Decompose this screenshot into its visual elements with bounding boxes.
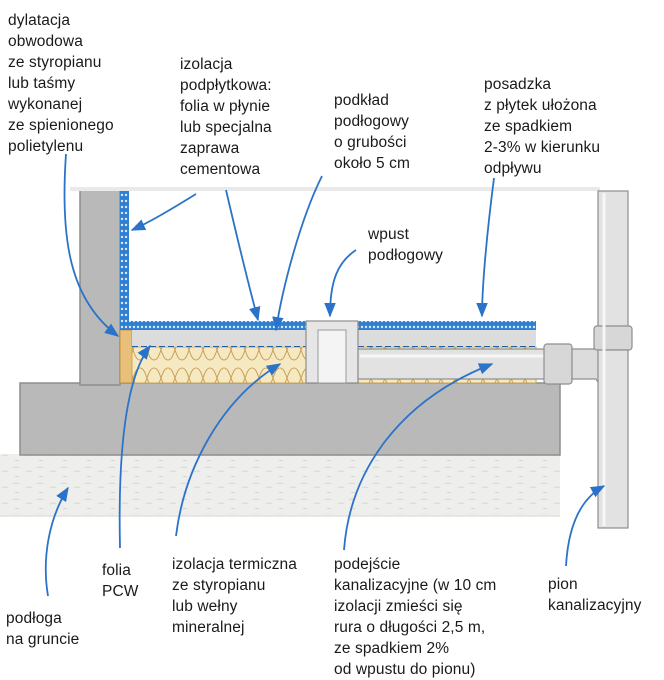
label-podejscie: podejście kanalizacyjne (w 10 cm izolacj…: [334, 556, 497, 678]
pipe-socket: [543, 343, 573, 385]
arrow-podklad: [272, 175, 323, 332]
arrow-folia-pcw: [118, 344, 151, 549]
label-izolacja-termiczna: izolacja termiczna ze styropianu lub weł…: [172, 556, 297, 636]
concrete-slab: [19, 382, 561, 456]
tile-floor-layer-right: [358, 321, 536, 330]
label-posadzka: posadzka z płytek ułożona ze spadkiem 2-…: [484, 76, 601, 177]
arrow-izolacja-floor: [225, 189, 261, 322]
label-pion: pion kanalizacyjny: [548, 576, 642, 614]
gravel-bed: [0, 454, 560, 516]
label-dylatacja: dylatacja obwodowa ze styropianu lub taś…: [8, 12, 114, 155]
edge-dilatation-strip: [119, 329, 133, 384]
screed-layer-right: [358, 330, 536, 346]
label-izolacja-podplytkowa: izolacja podpłytkowa: folia w płynie lub…: [180, 56, 272, 178]
wall-waterproofing-membrane: [120, 191, 129, 323]
floor-drain-outlet: [317, 329, 347, 384]
arrow-izolacja-termiczna: [175, 363, 282, 537]
arrow-podejscie: [343, 363, 494, 551]
tile-floor-layer: [120, 321, 306, 330]
screed-layer: [132, 330, 306, 346]
wall-top-cap: [70, 187, 600, 191]
arrow-wpust: [324, 249, 357, 318]
label-folia-pcw: folia PCW: [102, 562, 139, 600]
drain-pipe: [357, 348, 549, 380]
concrete-wall: [79, 188, 121, 386]
arrow-pion: [565, 485, 606, 567]
arrow-podloga: [44, 486, 69, 597]
label-podklad: podkład podłogowy o grubości około 5 cm: [334, 92, 410, 172]
arrow-izolacja-wall: [130, 193, 197, 231]
arrow-dylatacja: [63, 153, 120, 337]
arrow-posadzka: [476, 177, 495, 318]
label-podloga: podłoga na gruncie: [6, 610, 80, 648]
soil-stack-joint: [593, 325, 633, 351]
label-wpust: wpust podłogowy: [368, 226, 444, 264]
